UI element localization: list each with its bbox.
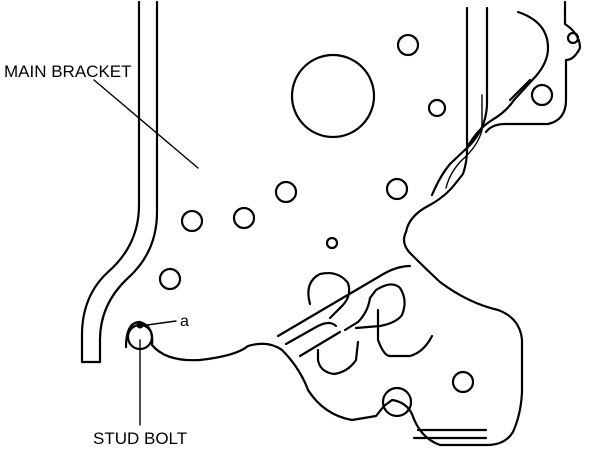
lower-tab	[381, 386, 488, 440]
hole	[232, 206, 256, 230]
stud-boss	[381, 386, 413, 418]
stud-bolt-label: STUD BOLT	[93, 429, 187, 448]
point-a-label: a	[180, 313, 189, 330]
hole	[451, 370, 475, 394]
main-bracket-leader	[93, 79, 199, 169]
bracket-outline	[124, 6, 524, 447]
small-hole	[566, 31, 580, 45]
hole	[180, 209, 204, 233]
hole	[274, 180, 298, 204]
hole	[396, 33, 420, 57]
small-hole	[325, 236, 339, 250]
right-rail	[430, 0, 582, 197]
left-rail	[80, 0, 159, 364]
hole	[158, 267, 182, 291]
hole	[385, 177, 409, 201]
point-a-dot	[136, 321, 144, 329]
main-bracket-label: MAIN BRACKET	[4, 62, 132, 81]
hole	[530, 83, 554, 107]
inner-ribs	[276, 264, 434, 376]
point-a-leader	[139, 320, 177, 327]
bolt-holes	[158, 31, 580, 394]
hole	[427, 98, 447, 118]
large-bore-hole	[290, 53, 376, 139]
